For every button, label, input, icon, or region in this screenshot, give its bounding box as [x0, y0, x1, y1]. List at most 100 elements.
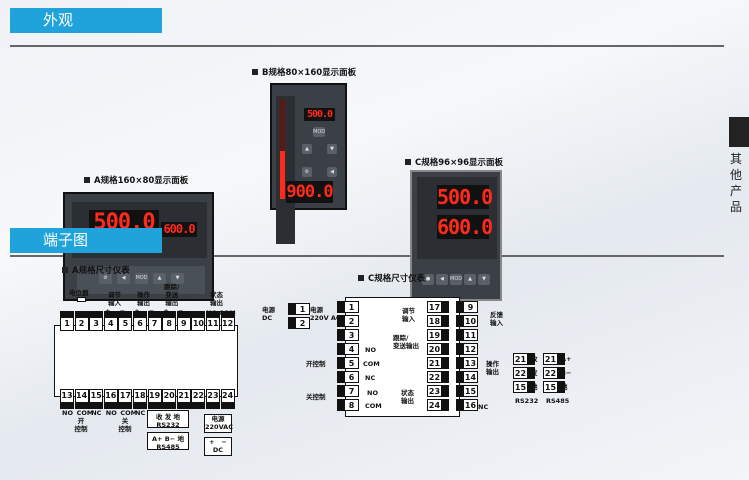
- nc-label: NC: [91, 409, 102, 417]
- potentiometer-icon: [77, 297, 86, 302]
- sv-display: 600.0: [437, 215, 493, 239]
- terminal-14: 14: [74, 389, 89, 403]
- status-output-label: 状态 输出: [401, 389, 414, 405]
- rs485-signal-label: B−: [561, 369, 572, 377]
- panel-button-4[interactable]: ▼: [171, 273, 184, 284]
- panel-button-2[interactable]: MOD: [135, 273, 148, 284]
- terminal-22: 22: [191, 389, 206, 403]
- terminal-arrow-icon: [288, 303, 295, 315]
- terminal-5: 5: [337, 357, 359, 369]
- terminal-20: 20: [162, 389, 177, 403]
- terminal-7: 7: [337, 385, 359, 397]
- panel-button-1[interactable]: ◀: [436, 274, 448, 285]
- terminal-number: 10: [463, 315, 478, 327]
- dc-label: DC: [212, 446, 224, 454]
- panel-a-title: A规格160×80显示面板: [84, 174, 188, 186]
- terminal-20: 20: [427, 343, 449, 355]
- operation-output-label: 操作 输出: [137, 291, 150, 307]
- terminal-number: 14: [463, 371, 478, 383]
- panel-button-3[interactable]: ▲: [153, 273, 166, 284]
- terminal-number: 11: [463, 329, 478, 341]
- panel-button-0[interactable]: ●: [422, 274, 434, 285]
- rs232-gnd: 地: [173, 413, 181, 421]
- terminal-12: 12: [220, 317, 235, 331]
- terminal-11: 11: [456, 329, 478, 341]
- side-tab-other-products[interactable]: 其他产品: [730, 152, 743, 214]
- terminal-number: 22: [543, 367, 558, 379]
- terminal-arrow-icon: [528, 353, 535, 365]
- terminal-number: 2: [295, 317, 310, 329]
- panel-button-2[interactable]: MOD: [450, 274, 462, 285]
- divider: [10, 45, 724, 47]
- terminal-arrow-icon: [220, 403, 235, 409]
- terminal-arrow-icon: [74, 403, 89, 409]
- terminal-arrow-icon: [133, 403, 147, 409]
- terminal-arrow-icon: [456, 385, 463, 397]
- panel-button-0[interactable]: ⚙: [99, 273, 112, 284]
- sign-label: −: [119, 307, 126, 315]
- terminal-arrow-icon: [337, 385, 344, 397]
- terminal-number: 21: [543, 353, 558, 365]
- panel-b-title: B规格80×160显示面板: [252, 66, 356, 78]
- panel-button-3[interactable]: ▲: [464, 274, 476, 285]
- terminal-number: 19: [427, 329, 442, 341]
- feedback-input-label: 反馈 输入: [490, 311, 503, 327]
- terminal-arrow-icon: [442, 301, 449, 313]
- terminal-13: 13: [60, 389, 74, 403]
- terminal-arrow-icon: [442, 399, 449, 411]
- terminal-arrow-icon: [442, 315, 449, 327]
- no-label: NO: [365, 346, 376, 354]
- operation-output-label: 操作 输出: [486, 360, 499, 376]
- terminal-15: 15: [456, 385, 478, 397]
- dc-terminal-2: 2: [288, 317, 310, 329]
- terminal-arrow-icon: [558, 353, 565, 365]
- terminal-arrow-icon: [206, 403, 220, 409]
- tracking-output-label: 跟踪/ 变送输出: [393, 334, 419, 350]
- terminal-arrow-icon: [337, 301, 344, 313]
- terminal-arrow-icon: [456, 357, 463, 369]
- terminal-24: 24: [427, 399, 449, 411]
- settings-button[interactable]: ⚙: [302, 167, 312, 177]
- up-button[interactable]: ▲: [302, 144, 312, 154]
- terminal-3: 3: [337, 329, 359, 341]
- rs232-signal-label: 收: [531, 355, 538, 363]
- panel-button-4[interactable]: ▼: [478, 274, 490, 285]
- terminal-2: 2: [337, 315, 359, 327]
- bargraph: [280, 99, 285, 199]
- rs232-label: RS232: [515, 397, 539, 405]
- rs232-signal-label: 地: [531, 383, 538, 391]
- terminal-10: 10: [456, 315, 478, 327]
- terminal-19: 19: [427, 329, 449, 341]
- rs485-a: A+: [152, 435, 163, 443]
- terminal-arrow-icon: [176, 403, 191, 409]
- terminal-number: 13: [463, 357, 478, 369]
- potentiometer-label: 电位器: [69, 289, 89, 297]
- mod-button[interactable]: MOD: [313, 127, 326, 137]
- terminal-7: 7: [147, 317, 162, 331]
- terminal-arrow-icon: [456, 343, 463, 355]
- terminal-arrow-icon: [206, 311, 220, 317]
- down-button[interactable]: ▼: [327, 144, 337, 154]
- open-control-label: 开 控制: [74, 417, 88, 433]
- rs232-rx: 收: [155, 413, 163, 421]
- terminal-number: 18: [427, 315, 442, 327]
- terminal-8: 8: [337, 399, 359, 411]
- no-label: NO: [105, 409, 117, 417]
- terminal-16: 16: [103, 389, 118, 403]
- terminal-1: 1: [337, 301, 359, 313]
- rs485-signal-label: 地: [561, 383, 568, 391]
- nc-label: NC: [478, 403, 489, 411]
- terminal-18: 18: [427, 315, 449, 327]
- panel-button-1[interactable]: ◀: [117, 273, 130, 284]
- terminal-10: 10: [191, 317, 206, 331]
- terminal-17: 17: [427, 301, 449, 313]
- dc-terminal-1: 1: [288, 303, 310, 315]
- terminal-5: 5: [118, 317, 133, 331]
- terminal-number: 15: [463, 385, 478, 397]
- terminal-arrow-icon: [162, 311, 177, 317]
- terminal-number: 5: [344, 357, 359, 369]
- terminal-arrow-icon: [528, 381, 535, 393]
- left-button[interactable]: ◀: [327, 167, 337, 177]
- diagram-c-title: C规格尺寸仪表: [358, 272, 425, 284]
- terminal-14: 14: [456, 371, 478, 383]
